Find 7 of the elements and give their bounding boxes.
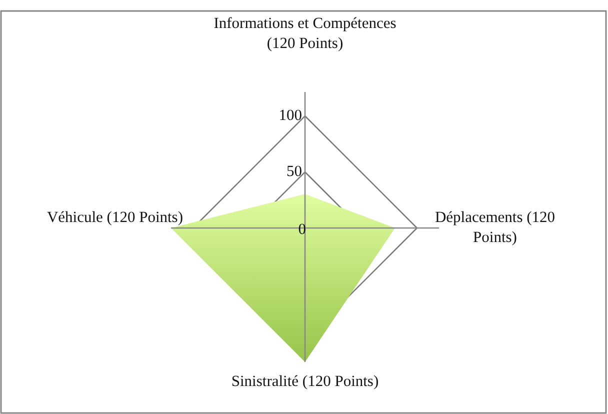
tick-label: 100 [278, 106, 302, 126]
axis-label: Informations et Compétences (120 Points) [212, 14, 398, 54]
tick-label: 50 [286, 162, 302, 182]
axis-label: Véhicule (120 Points) [46, 208, 184, 228]
tick-label: 0 [297, 220, 306, 240]
axis-label: Déplacements (120 Points) [434, 208, 556, 248]
axis-label: Sinistralité (120 Points) [230, 372, 380, 392]
